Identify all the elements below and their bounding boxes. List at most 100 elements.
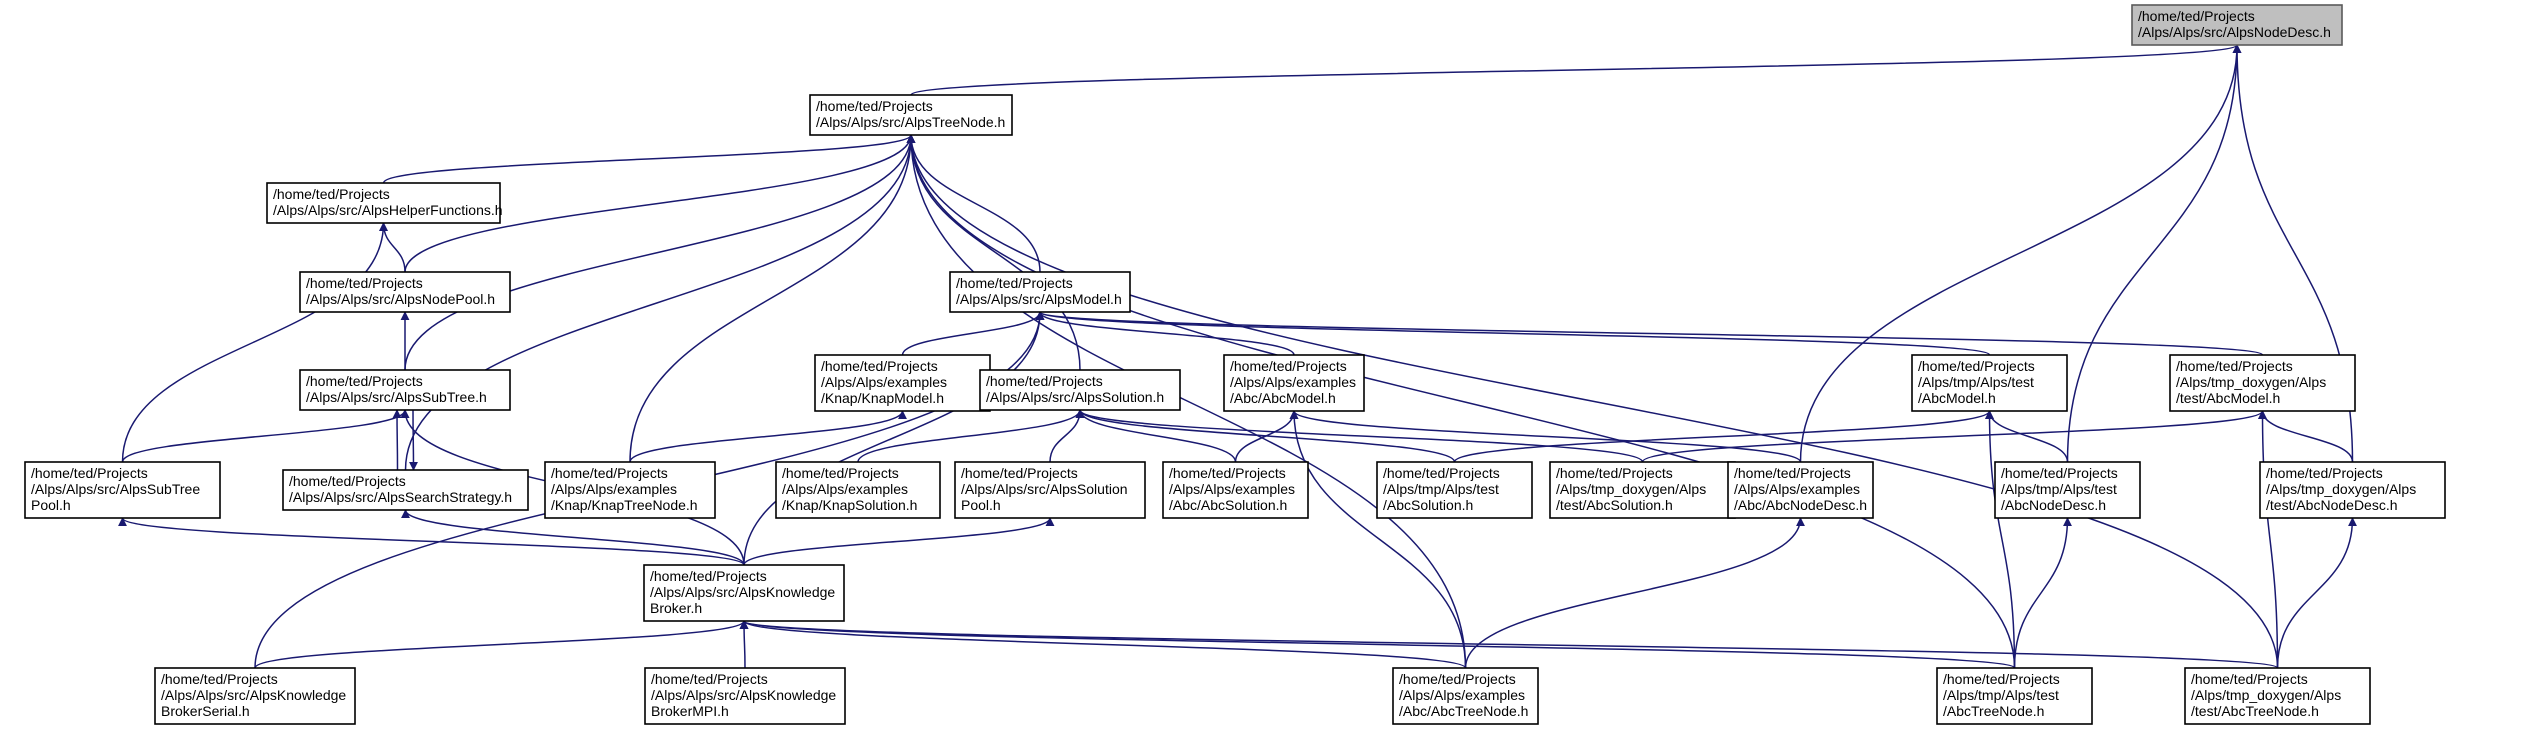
edge-abctreenode_dox-to-abcnodedesc_dox <box>2276 517 2357 669</box>
edge-nodepool-to-treenode <box>404 134 916 273</box>
node-label-line: /AbcSolution.h <box>1383 497 1473 513</box>
edge-kbmpi-to-kbroker <box>739 620 749 669</box>
node-box <box>949 271 1131 313</box>
node-label-line: /Alps/Alps/src/AlpsNodePool.h <box>306 291 495 307</box>
node-abcnodedesc_tmp[interactable]: /home/ted/Projects/Alps/tmp/Alps/test/Ab… <box>1994 461 2141 519</box>
edge-kbserial-to-kbroker <box>254 620 749 669</box>
node-label-line: /home/ted/Projects <box>273 186 390 202</box>
node-model[interactable]: /home/ted/Projects/Alps/Alps/src/AlpsMod… <box>949 271 1131 313</box>
node-kbroker[interactable]: /home/ted/Projects/Alps/Alps/src/AlpsKno… <box>643 564 845 622</box>
node-box <box>809 94 1013 136</box>
edge-knapmodel-to-model <box>901 311 1045 356</box>
node-abcmodel_ex[interactable]: /home/ted/Projects/Alps/Alps/examples/Ab… <box>1223 354 1365 412</box>
node-abcnodedesc_ex[interactable]: /home/ted/Projects/Alps/Alps/examples/Ab… <box>1727 461 1874 519</box>
node-abcsolution_ex[interactable]: /home/ted/Projects/Alps/Alps/examples/Ab… <box>1162 461 1309 519</box>
edge-subtree-to-searchstrat <box>408 409 418 471</box>
node-box <box>282 469 529 511</box>
edge-abcmodel_dox-to-model <box>1035 311 2264 356</box>
node-label-line: /home/ted/Projects <box>551 465 668 481</box>
node-label-line: /Alps/tmp/Alps/test <box>2001 481 2117 497</box>
node-knapsolution[interactable]: /home/ted/Projects/Alps/Alps/examples/Kn… <box>775 461 941 519</box>
node-label-line: /Alps/Alps/src/AlpsKnowledge <box>650 584 835 600</box>
node-box <box>1223 354 1365 412</box>
node-root[interactable]: /home/ted/Projects/Alps/Alps/src/AlpsNod… <box>2131 4 2343 46</box>
node-box <box>2131 4 2343 46</box>
node-nodepool[interactable]: /home/ted/Projects/Alps/Alps/src/AlpsNod… <box>299 271 511 313</box>
node-label-line: /home/ted/Projects <box>1918 358 2035 374</box>
node-box <box>2184 667 2371 725</box>
node-box <box>775 461 941 519</box>
node-label-line: BrokerSerial.h <box>161 703 250 719</box>
node-label-line: /home/ted/Projects <box>306 275 423 291</box>
edge-model-to-treenode <box>906 134 1041 273</box>
node-label-line: /Alps/tmp/Alps/test <box>1383 481 1499 497</box>
node-box <box>814 354 991 412</box>
node-label-line: /AbcNodeDesc.h <box>2001 497 2106 513</box>
node-kbmpi[interactable]: /home/ted/Projects/Alps/Alps/src/AlpsKno… <box>644 667 846 725</box>
edge-searchstrat-to-subtree <box>392 409 402 471</box>
edge-abcnodedesc_ex-to-abcmodel_ex <box>1289 410 1802 463</box>
node-box <box>154 667 356 725</box>
edge-kbroker-to-model <box>743 311 1045 566</box>
edge-abctreenode_ex-to-kbroker <box>739 620 1467 669</box>
node-searchstrat[interactable]: /home/ted/Projects/Alps/Alps/src/AlpsSea… <box>282 469 529 511</box>
node-box <box>1727 461 1874 519</box>
node-label-line: Pool.h <box>961 497 1001 513</box>
edge-nodepool-to-helper <box>379 222 406 273</box>
node-abctreenode_dox[interactable]: /home/ted/Projects/Alps/tmp_doxygen/Alps… <box>2184 667 2371 725</box>
edge-helper-to-treenode <box>382 134 916 184</box>
edge-kbroker-to-searchstrat <box>401 509 745 566</box>
node-label-line: Pool.h <box>31 497 71 513</box>
node-solutionpool[interactable]: /home/ted/Projects/Alps/Alps/src/AlpsSol… <box>954 461 1146 519</box>
node-treenode[interactable]: /home/ted/Projects/Alps/Alps/src/AlpsTre… <box>809 94 1013 136</box>
node-label-line: /home/ted/Projects <box>1230 358 1347 374</box>
edges-layer <box>118 44 2357 669</box>
edge-subtree-to-treenode <box>404 134 916 371</box>
node-label-line: /test/AbcNodeDesc.h <box>2266 497 2398 513</box>
node-label-line: /Alps/Alps/src/AlpsSolution.h <box>986 389 1164 405</box>
node-label-line: BrokerMPI.h <box>651 703 729 719</box>
node-box <box>979 369 1181 411</box>
node-kbserial[interactable]: /home/ted/Projects/Alps/Alps/src/AlpsKno… <box>154 667 356 725</box>
node-label-line: /home/ted/Projects <box>306 373 423 389</box>
edge-abcmodel_tmp-to-model <box>1035 311 1991 356</box>
node-abcmodel_tmp[interactable]: /home/ted/Projects/Alps/tmp/Alps/test/Ab… <box>1911 354 2068 412</box>
node-abcnodedesc_dox[interactable]: /home/ted/Projects/Alps/tmp_doxygen/Alps… <box>2259 461 2446 519</box>
node-label-line: /AbcTreeNode.h <box>1943 703 2044 719</box>
node-knapmodel[interactable]: /home/ted/Projects/Alps/Alps/examples/Kn… <box>814 354 991 412</box>
edge-abcsolution_dox-to-abcmodel_dox <box>1641 410 2267 463</box>
node-abctreenode_ex[interactable]: /home/ted/Projects/Alps/Alps/examples/Ab… <box>1392 667 1539 725</box>
node-knaptreenode[interactable]: /home/ted/Projects/Alps/Alps/examples/Kn… <box>544 461 716 519</box>
node-label-line: /home/ted/Projects <box>1383 465 1500 481</box>
node-label-line: /home/ted/Projects <box>986 373 1103 389</box>
node-label-line: /home/ted/Projects <box>1399 671 1516 687</box>
edge-abctreenode_ex-to-treenode <box>906 134 1467 669</box>
node-label-line: /test/AbcTreeNode.h <box>2191 703 2319 719</box>
node-subtreepool[interactable]: /home/ted/Projects/Alps/Alps/src/AlpsSub… <box>24 461 221 519</box>
node-label-line: /home/ted/Projects <box>2138 8 2255 24</box>
node-label-line: /Abc/AbcNodeDesc.h <box>1734 497 1867 513</box>
node-label-line: /Alps/tmp_doxygen/Alps <box>2176 374 2326 390</box>
node-solution[interactable]: /home/ted/Projects/Alps/Alps/src/AlpsSol… <box>979 369 1181 411</box>
node-label-line: /Abc/AbcModel.h <box>1230 390 1336 406</box>
edge-abcnodedesc_dox-to-abcmodel_dox <box>2258 410 2354 463</box>
node-abcmodel_dox[interactable]: /home/ted/Projects/Alps/tmp_doxygen/Alps… <box>2169 354 2356 412</box>
edge-abctreenode_ex-to-abcmodel_ex <box>1289 410 1467 669</box>
edge-abcmodel_ex-to-model <box>1035 311 1295 356</box>
node-box <box>954 461 1146 519</box>
node-label-line: /Alps/Alps/examples <box>1230 374 1356 390</box>
node-label-line: /Alps/Alps/src/AlpsSubTree <box>31 481 200 497</box>
node-helper[interactable]: /home/ted/Projects/Alps/Alps/src/AlpsHel… <box>266 182 503 224</box>
node-abctreenode_tmp[interactable]: /home/ted/Projects/Alps/tmp/Alps/test/Ab… <box>1936 667 2093 725</box>
node-label-line: /Knap/KnapSolution.h <box>782 497 917 513</box>
node-label-line: /home/ted/Projects <box>2266 465 2383 481</box>
node-abcsolution_tmp[interactable]: /home/ted/Projects/Alps/tmp/Alps/test/Ab… <box>1376 461 1533 519</box>
node-subtree[interactable]: /home/ted/Projects/Alps/Alps/src/AlpsSub… <box>299 369 511 411</box>
node-abcsolution_dox[interactable]: /home/ted/Projects/Alps/tmp_doxygen/Alps… <box>1549 461 1736 519</box>
node-label-line: /home/ted/Projects <box>2176 358 2293 374</box>
node-box <box>24 461 221 519</box>
edge-abcsolution_ex-to-solution <box>1075 409 1237 463</box>
edge-abctreenode_tmp-to-kbroker <box>739 620 2016 669</box>
node-box <box>1936 667 2093 725</box>
